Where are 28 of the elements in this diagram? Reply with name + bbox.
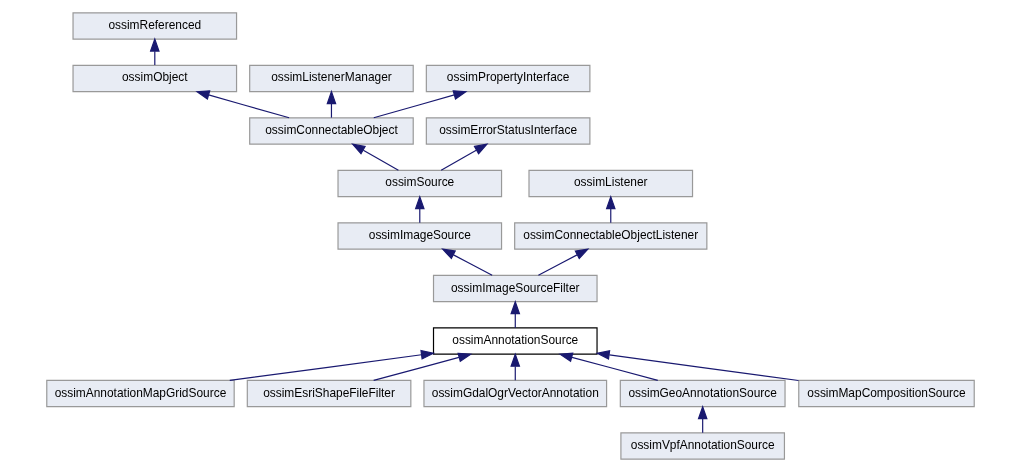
node-box: ossimImageSource [336, 222, 502, 250]
node-box: ossimImageSourceFilter [432, 274, 598, 303]
arrow [194, 90, 290, 119]
node-box: ossimAnnotationSource [432, 327, 598, 355]
arrow [594, 350, 799, 382]
node-box: ossimAnnotationMapGridSource [45, 379, 235, 408]
node-box: ossimListenerManager [248, 64, 414, 93]
arrow [440, 143, 488, 171]
node-box: ossimVpfAnnotationSource [619, 432, 785, 460]
arrow [372, 90, 468, 119]
arrow [557, 352, 658, 381]
node-box: ossimMapCompositionSource [797, 379, 975, 408]
arrow [440, 248, 493, 276]
node-box: ossimObject [71, 64, 237, 93]
node-box: ossimPropertyInterface [425, 64, 590, 93]
arrow [537, 248, 589, 276]
node-box: ossimReferenced [71, 12, 237, 40]
node-box: ossimGdalOgrVectorAnnotation [422, 379, 607, 408]
node-box: ossimSource [336, 169, 502, 198]
arrow [228, 349, 435, 381]
node-box: ossimEsriShapeFileFilter [246, 379, 411, 408]
arrow [372, 352, 472, 381]
node-box: ossimConnectableObjectListener [513, 222, 707, 250]
node-box: ossimGeoAnnotationSource [619, 379, 786, 408]
node-box: ossimConnectableObject [248, 117, 414, 145]
node-box: ossimErrorStatusInterface [425, 117, 590, 145]
node-box: ossimListener [527, 169, 693, 198]
arrow [350, 143, 399, 171]
